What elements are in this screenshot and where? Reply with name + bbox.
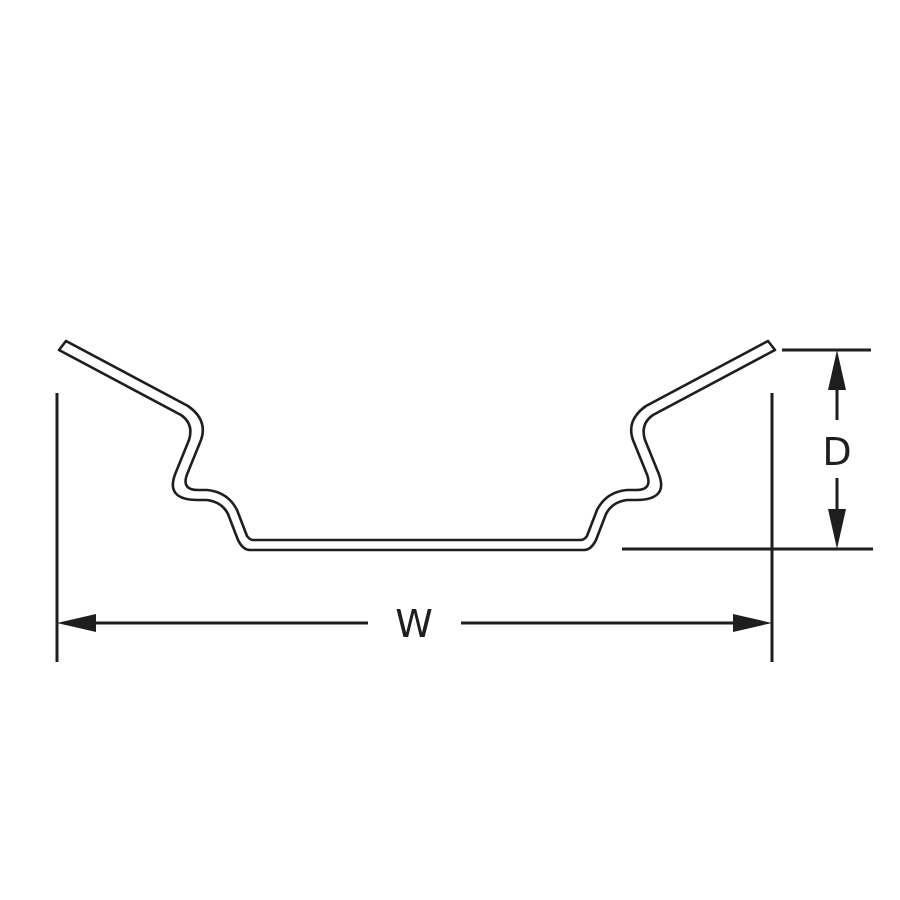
- width-arrowhead-left: [57, 614, 96, 632]
- channel-profile: [57, 339, 777, 552]
- width-label: W: [395, 602, 433, 646]
- depth-label: D: [822, 430, 851, 474]
- depth-arrowhead-bottom: [828, 509, 846, 549]
- width-arrowhead-right: [733, 614, 772, 632]
- depth-arrowhead-top: [828, 350, 846, 390]
